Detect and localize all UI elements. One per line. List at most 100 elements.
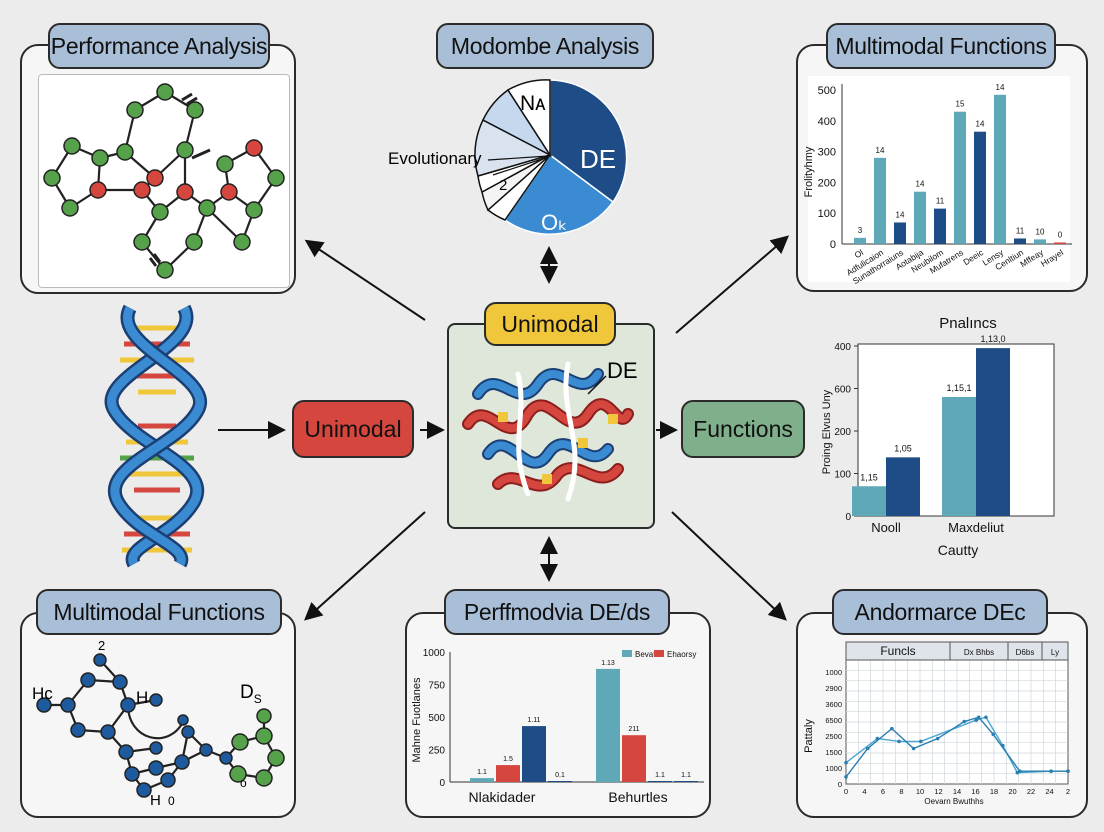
bar-value-label: 1,13,0 (980, 334, 1005, 344)
bar-value-label: 11 (936, 197, 945, 206)
data-line (845, 716, 1068, 778)
data-point (919, 739, 923, 744)
legend-label: Ehaorsy (667, 650, 696, 659)
x-axis-title: Oevarn Bwuthhs (924, 797, 983, 806)
y-tick-label: 6500 (825, 716, 842, 725)
y-tick-label: 1000 (825, 764, 842, 773)
arrow-to-top-right (675, 235, 790, 334)
y-tick-label: 200 (818, 177, 836, 189)
x-tick-label: 14 (953, 787, 961, 796)
y-tick-label: 1000 (825, 668, 842, 677)
mol-label-hs: H (150, 792, 161, 809)
bar (914, 191, 926, 244)
header-cell: Ly (1051, 648, 1059, 657)
bar-value-label: 1,05 (894, 443, 912, 453)
y-tick-label: 300 (818, 147, 836, 159)
mol-label-hc: Hc (32, 684, 53, 703)
bar (894, 222, 906, 244)
bar-value-label: 14 (896, 210, 905, 219)
x-tick-label: 16 (971, 787, 979, 796)
bar (976, 348, 1010, 516)
data-point (1066, 769, 1070, 774)
y-tick-label: 2500 (825, 732, 842, 741)
bar (648, 781, 672, 782)
legend-swatch (622, 650, 632, 657)
bar (934, 208, 946, 244)
data-point (974, 718, 979, 722)
bar (470, 778, 494, 782)
x-tick-label: 12 (934, 787, 942, 796)
chart-frame-top-right (808, 76, 1070, 282)
data-point (844, 775, 848, 779)
title-performance-analysis: Performance Analysis (48, 23, 270, 69)
bar-value-label: 15 (956, 100, 965, 109)
arrow-to-bottom-left (304, 511, 426, 621)
title-perffmodvia: Perffmodvia DE/ds (444, 589, 670, 635)
data-point (991, 732, 995, 737)
bar (942, 397, 976, 516)
bar-value-label: 1.1 (477, 769, 487, 776)
y-tick-label: 600 (834, 385, 851, 396)
x-tick-label: Nlakidader (469, 789, 536, 805)
molecule-network-top-left (43, 83, 285, 279)
x-tick-label: 10 (916, 787, 924, 796)
y-tick-label: 400 (818, 116, 836, 128)
bar-value-label: 1,15 (860, 472, 878, 482)
bar (954, 111, 966, 244)
arrow-to-bottom-right (671, 511, 787, 621)
bar (596, 668, 620, 782)
title-modombe-analysis: Modombe Analysis (436, 23, 654, 69)
x-tick-label: 4 (862, 787, 866, 796)
mol-label-h: H (136, 688, 149, 707)
bar-value-label: 14 (876, 146, 885, 155)
x-tick-label: Hrayel (1039, 247, 1065, 269)
header-cell: D6bs (1016, 648, 1035, 657)
x-tick-label: 8 (899, 787, 903, 796)
bar (874, 157, 886, 244)
data-point (911, 746, 916, 751)
y-tick-label: 500 (428, 713, 445, 724)
bar-value-label: 10 (1036, 227, 1045, 236)
data-point (844, 760, 848, 765)
arrow-to-top-left (304, 239, 426, 321)
mol-label-o: o (240, 776, 247, 790)
pie-chart-modombe (474, 79, 628, 235)
y-tick-label: 100 (834, 470, 851, 481)
title-andormarce: Andormarce DEc (832, 589, 1048, 635)
header-cell: Dx Bhbs (964, 648, 994, 657)
x-tick-label: 22 (1027, 787, 1035, 796)
unimodal-node-left: Unimodal (292, 400, 414, 458)
data-point (935, 736, 940, 741)
mol-label-ds-sub: S (253, 691, 262, 706)
mol-label-ds-letter: D (240, 682, 254, 703)
x-tick-label: 2 (1066, 787, 1070, 796)
x-tick-label: 18 (990, 787, 998, 796)
molecule-image-frame (38, 74, 290, 288)
y-tick-label: 1500 (825, 748, 842, 757)
bar-value-label: 0 (1058, 230, 1063, 239)
protein-ribbon-image (462, 361, 634, 502)
y-tick-label: 200 (834, 427, 851, 438)
y-tick-label: 2900 (825, 684, 842, 693)
y-tick-label: 400 (834, 342, 851, 353)
y-tick-label: 100 (818, 208, 836, 220)
bar (994, 94, 1006, 244)
bar (548, 781, 572, 782)
y-tick-label: 500 (818, 85, 836, 97)
y-axis-title: Mahne Fuotlanes (411, 677, 423, 762)
pie-label-evolutionary: Evolutionary (388, 149, 482, 168)
bar-value-label: 1.13 (601, 660, 615, 667)
x-tick-label: 6 (881, 787, 885, 796)
title-multimodal-functions-top: Multimodal Functions (826, 23, 1056, 69)
bar (852, 486, 886, 516)
bar (1054, 242, 1066, 244)
bar-value-label: 14 (916, 180, 925, 189)
bar (622, 735, 646, 782)
dna-helix-image (104, 304, 207, 568)
bar (674, 781, 698, 782)
pie-label-ok: Oₖ (541, 210, 568, 235)
mol-label-zero: 0 (168, 794, 175, 808)
y-tick-label: 3600 (825, 700, 842, 709)
